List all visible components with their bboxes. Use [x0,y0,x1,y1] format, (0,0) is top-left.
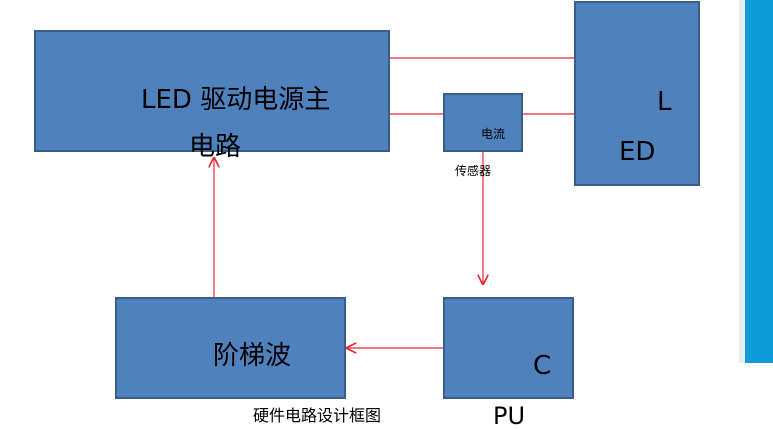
main-circuit-label-line2: 电路 [189,132,242,162]
led-block [574,1,700,186]
side-panel [745,0,773,363]
main-circuit-label-line1: LED 驱动电源主 [141,85,331,115]
cpu-block [443,297,574,399]
led-label-line1: L [657,87,672,117]
main-circuit-block [34,30,390,152]
current-sensor-block [443,93,523,152]
cpu-label-line1: C [533,351,552,381]
led-label-line2: ED [619,137,656,167]
diagram-caption: 硬件电路设计框图 [253,406,382,425]
current-sensor-label: 电流 [481,127,506,141]
staircase-wave-label: 阶梯波 [213,341,292,371]
staircase-wave-block [115,297,346,399]
cpu-label-line2: PU [493,402,526,430]
current-sensor-sublabel: 传感器 [455,164,492,178]
side-panel-edge [739,0,745,363]
